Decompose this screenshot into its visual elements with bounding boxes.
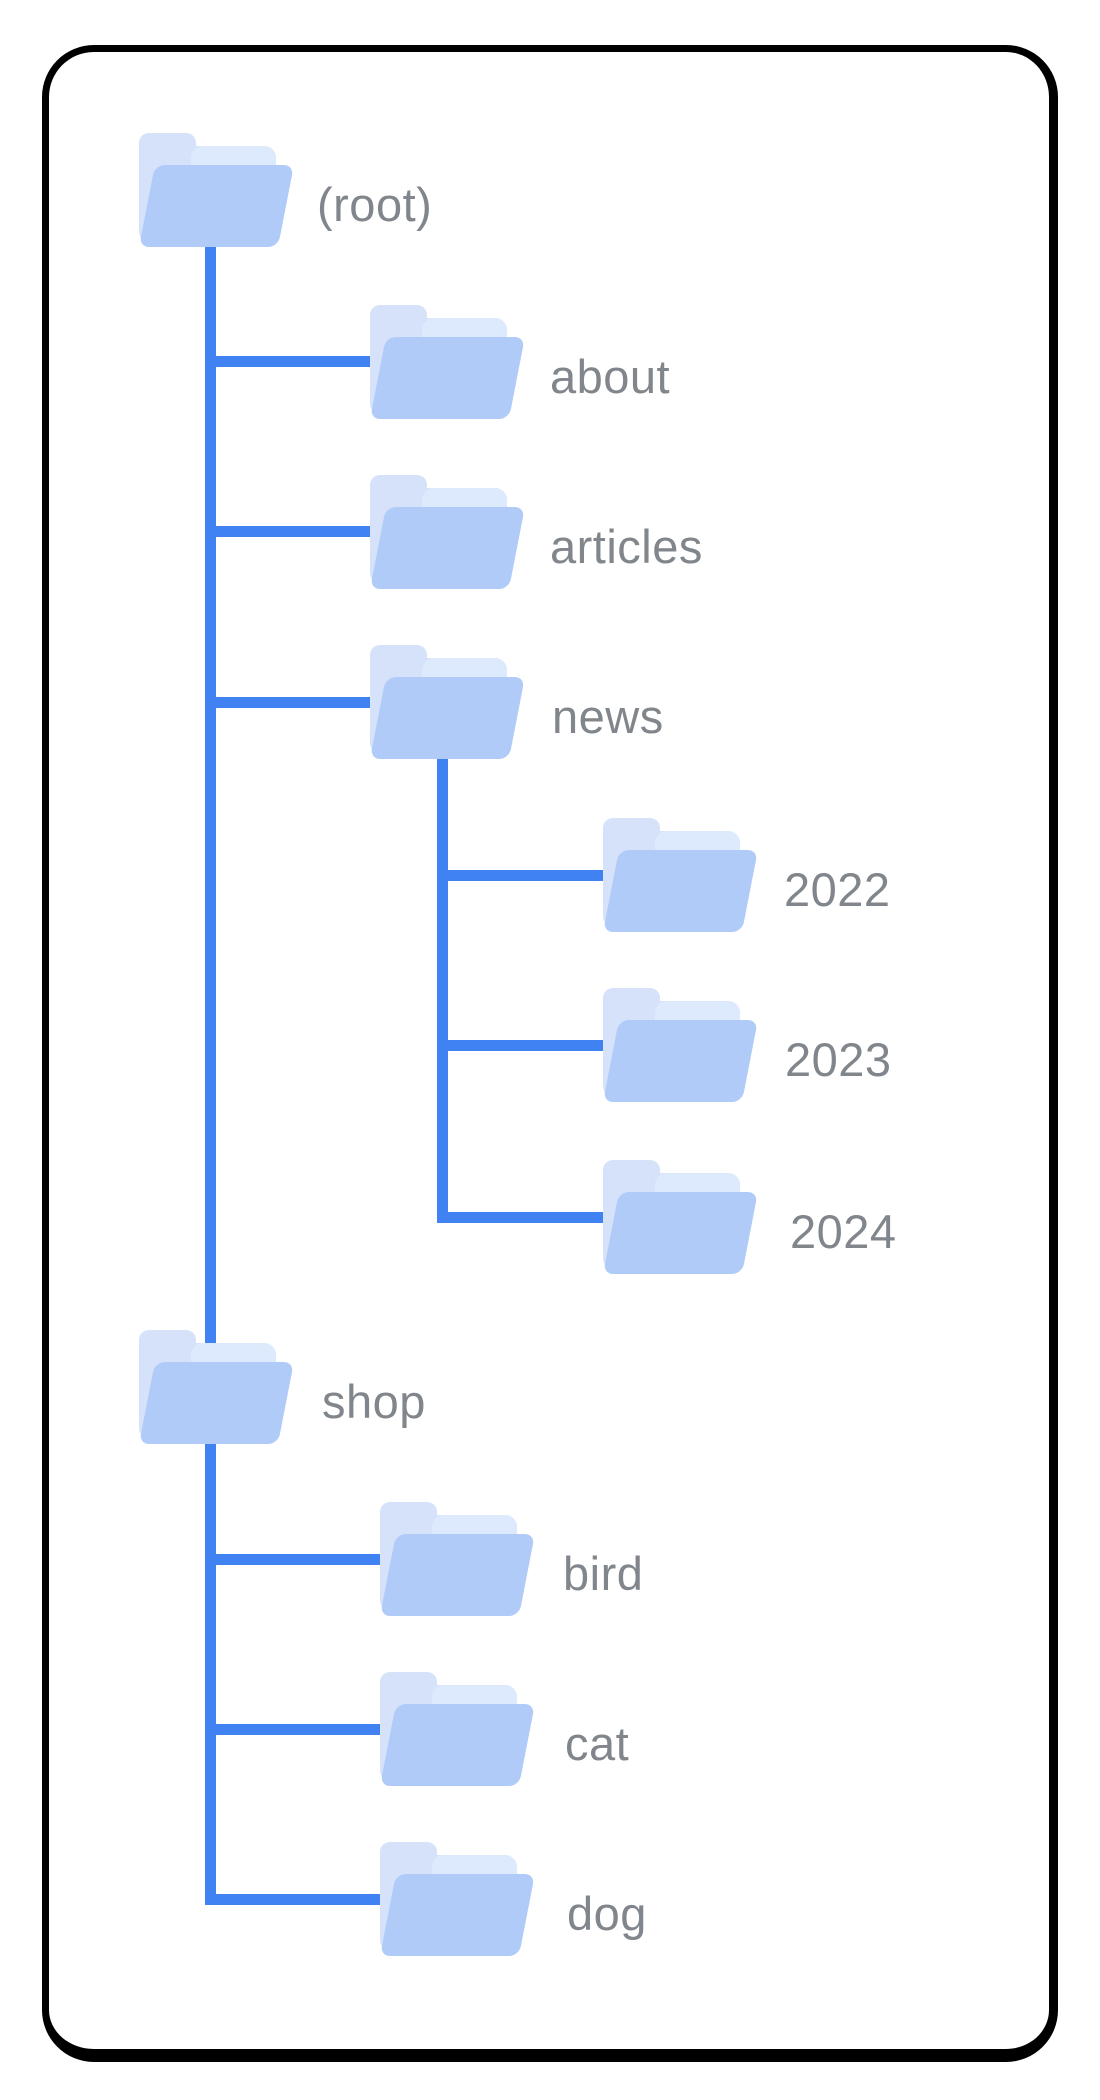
folder-icon-2024: [603, 1160, 758, 1274]
folder-tab: [139, 1330, 196, 1364]
label-2024: 2024: [790, 1205, 897, 1258]
folder-front: [370, 337, 525, 419]
label-shop: shop: [322, 1375, 426, 1428]
folder-icon-about: [370, 305, 525, 419]
label-root: (root): [317, 178, 433, 231]
connector-branch-2024: [437, 1212, 603, 1223]
connector-branch-dog: [205, 1894, 380, 1905]
connector-branch-2023: [437, 1040, 603, 1051]
folder-tab: [603, 988, 660, 1022]
folder-icon-2023: [603, 988, 758, 1102]
folder-icon-cat: [380, 1672, 535, 1786]
connector-trunk-news: [437, 759, 448, 1223]
connector-trunk-root: [205, 247, 216, 1905]
folder-front: [603, 1192, 758, 1274]
folder-tab: [380, 1672, 437, 1706]
folder-tab: [380, 1502, 437, 1536]
folder-icon-2022: [603, 818, 758, 932]
label-2023: 2023: [785, 1033, 892, 1086]
folder-icon-shop: [139, 1330, 294, 1444]
folder-icon-news: [370, 645, 525, 759]
label-bird: bird: [563, 1547, 644, 1600]
label-articles: articles: [550, 520, 703, 573]
folder-front: [139, 165, 294, 247]
label-news: news: [552, 690, 664, 743]
folder-front: [603, 1020, 758, 1102]
folder-front: [139, 1362, 294, 1444]
folder-front: [380, 1534, 535, 1616]
folder-tab: [603, 1160, 660, 1194]
folder-icon-bird: [380, 1502, 535, 1616]
folder-front: [370, 677, 525, 759]
connector-branch-bird: [205, 1554, 380, 1565]
label-about: about: [550, 350, 671, 403]
folder-front: [603, 850, 758, 932]
folder-icon-articles: [370, 475, 525, 589]
folder-front: [380, 1874, 535, 1956]
connector-branch-2022: [437, 870, 603, 881]
folder-tab: [380, 1842, 437, 1876]
folder-tab: [370, 645, 427, 679]
folder-icon-root: [139, 133, 294, 247]
folder-tab: [370, 305, 427, 339]
label-2022: 2022: [784, 863, 891, 916]
connector-branch-cat: [205, 1724, 380, 1735]
folder-tab: [139, 133, 196, 167]
folder-front: [370, 507, 525, 589]
connector-branch-news: [205, 697, 370, 708]
connector-branch-about: [205, 356, 370, 367]
label-dog: dog: [567, 1887, 647, 1940]
folder-icon-dog: [380, 1842, 535, 1956]
folder-front: [380, 1704, 535, 1786]
label-cat: cat: [565, 1717, 630, 1770]
folder-tab: [370, 475, 427, 509]
folder-tab: [603, 818, 660, 852]
connector-branch-articles: [205, 526, 370, 537]
